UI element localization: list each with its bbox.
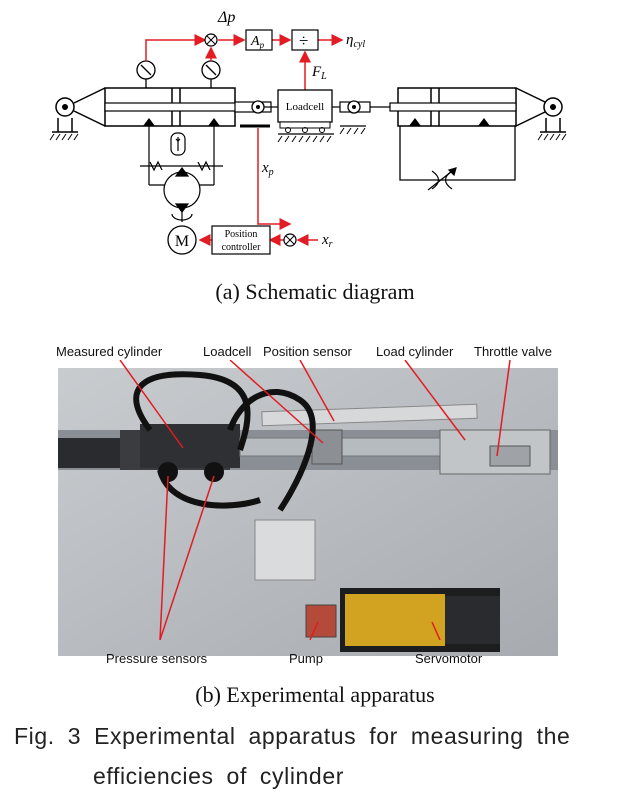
- xr-subscript: r: [329, 239, 333, 250]
- ap-block: [245, 29, 273, 51]
- loadcell-block: [311, 429, 343, 465]
- load-cylinder-symbol: [389, 87, 546, 181]
- eta-label: η: [346, 32, 353, 48]
- pressure-sensor-1: [158, 462, 178, 482]
- label-servomotor: Servomotor: [415, 651, 483, 666]
- delta-p-signal-lines: [145, 34, 344, 246]
- position-controller-block: [211, 225, 271, 255]
- position-controller-line2: controller: [222, 242, 262, 253]
- svg-text:FL: FL: [311, 64, 327, 82]
- svg-text:ηcyl: ηcyl: [346, 32, 365, 50]
- left-mount: [49, 97, 79, 141]
- callout-lines: [119, 360, 511, 641]
- divide-symbol: ÷: [299, 31, 308, 50]
- xr-label: x: [321, 232, 329, 248]
- label-measured-cylinder: Measured cylinder: [56, 344, 163, 359]
- position-summing-junction: [283, 233, 297, 247]
- svg-text:xp: xp: [261, 160, 274, 178]
- delta-p-summing-junction: [204, 33, 218, 47]
- apparatus-caption: (b) Experimental apparatus: [195, 682, 435, 707]
- measured-cylinder-symbol: [73, 87, 246, 127]
- label-position-sensor: Position sensor: [263, 344, 352, 359]
- motor-symbol: M: [167, 225, 197, 255]
- eta-subscript: cyl: [353, 39, 365, 50]
- apparatus-photo: [58, 360, 558, 656]
- label-load-cylinder: Load cylinder: [376, 344, 454, 359]
- divide-block: [291, 29, 319, 51]
- motor-label: M: [175, 233, 189, 250]
- figure-caption-line2: efficiencies of cylinder: [93, 763, 344, 789]
- figure-caption-line1: Fig. 3 Experimental apparatus for measur…: [14, 723, 571, 749]
- measured-cylinder-body: [140, 424, 240, 468]
- label-throttle-valve: Throttle valve: [474, 344, 553, 359]
- position-controller-line1: Position: [225, 229, 258, 240]
- hydraulic-circuit: [140, 126, 223, 222]
- xp-label: x: [261, 160, 269, 176]
- loadcell-label: Loadcell: [286, 101, 324, 113]
- schematic-diagram: Ap ÷ Δp ηcyl FL Loadcell: [49, 9, 567, 255]
- delta-p-label: Δp: [217, 9, 235, 26]
- label-loadcell: Loadcell: [203, 344, 252, 359]
- ap-label: A: [250, 34, 260, 49]
- pump-body: [305, 604, 337, 638]
- rod-connection: [234, 100, 278, 128]
- right-mount: [537, 97, 567, 141]
- svg-text:xr: xr: [321, 232, 333, 250]
- pressure-sensor-2: [204, 462, 224, 482]
- loadcell-symbol: Loadcell: [277, 89, 398, 143]
- label-pump: Pump: [289, 651, 323, 666]
- label-pressure-sensors: Pressure sensors: [106, 651, 208, 666]
- hoses: [133, 371, 316, 512]
- throttle-valve-symbol: [427, 167, 457, 191]
- schematic-caption: (a) Schematic diagram: [215, 279, 415, 304]
- ap-subscript: p: [259, 40, 265, 50]
- throttle-valve-body: [489, 445, 531, 467]
- fl-subscript: L: [320, 71, 327, 82]
- fl-label: F: [311, 64, 322, 80]
- position-sensor-bar: [261, 403, 478, 427]
- pressure-gauge-right: [201, 60, 221, 88]
- pressure-gauge-left: [136, 60, 156, 88]
- xp-subscript: p: [268, 167, 274, 178]
- svg-text:Ap: Ap: [250, 34, 265, 50]
- manifold: [254, 519, 316, 581]
